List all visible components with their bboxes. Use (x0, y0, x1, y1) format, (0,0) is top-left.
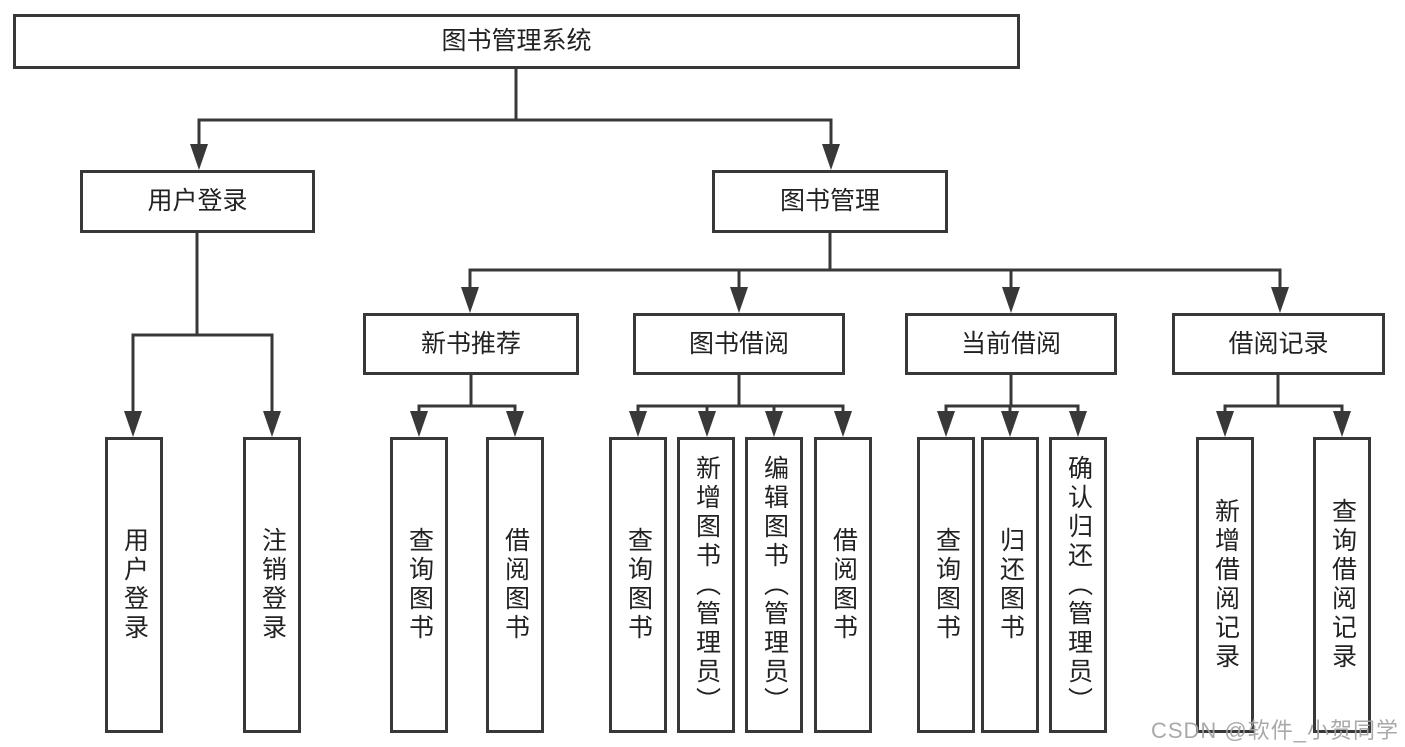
node-borrow-records: 借阅记录 (1172, 313, 1385, 375)
node-borrow-borrow-books: 借阅图书 (814, 437, 872, 733)
node-edit-book-admin: 编辑图书（管理员） (745, 437, 803, 733)
node-user-login-leaf: 用户登录 (105, 437, 163, 733)
connector-book-borrow-children (629, 375, 852, 437)
node-current-query-books: 查询图书 (917, 437, 975, 733)
connector-borrow-records-children (1216, 375, 1351, 437)
node-return-books: 归还图书 (981, 437, 1039, 733)
node-add-borrow-record: 新增借阅记录 (1196, 437, 1254, 733)
arrowhead (730, 287, 748, 313)
arrowhead (822, 144, 840, 170)
node-confirm-return-admin: 确认归还（管理员） (1049, 437, 1107, 733)
arrowhead (190, 144, 208, 170)
node-logout: 注销登录 (243, 437, 301, 733)
arrowhead (834, 411, 852, 437)
connector-user-login-children (124, 233, 281, 437)
node-query-borrow-record: 查询借阅记录 (1313, 437, 1371, 733)
arrowhead (1002, 287, 1020, 313)
arrowhead (410, 411, 428, 437)
arrowhead (698, 411, 716, 437)
node-book-management: 图书管理 (712, 170, 948, 233)
node-book-borrow: 图书借阅 (633, 313, 845, 375)
arrowhead (1069, 411, 1087, 437)
arrowhead (629, 411, 647, 437)
node-borrow-query-books: 查询图书 (609, 437, 667, 733)
node-root: 图书管理系统 (13, 14, 1020, 69)
arrowhead (506, 411, 524, 437)
node-recommend-borrow-books: 借阅图书 (486, 437, 544, 733)
node-add-book-admin: 新增图书（管理员） (677, 437, 735, 733)
connector-current-borrow-children (937, 375, 1087, 437)
node-new-book-recommend: 新书推荐 (363, 313, 579, 375)
node-user-login-group: 用户登录 (80, 170, 315, 233)
node-current-borrow: 当前借阅 (905, 313, 1117, 375)
connector-root-to-level2 (190, 69, 840, 170)
arrowhead (124, 411, 142, 437)
arrowhead (1333, 411, 1351, 437)
arrowhead (765, 411, 783, 437)
connector-new-book-recommend-children (410, 375, 524, 437)
arrowhead (1216, 411, 1234, 437)
arrowhead (263, 411, 281, 437)
arrowhead (1001, 411, 1019, 437)
arrowhead (1271, 287, 1289, 313)
arrowhead (461, 287, 479, 313)
connector-book-management-children (461, 233, 1289, 313)
node-recommend-query-books: 查询图书 (390, 437, 448, 733)
arrowhead (937, 411, 955, 437)
